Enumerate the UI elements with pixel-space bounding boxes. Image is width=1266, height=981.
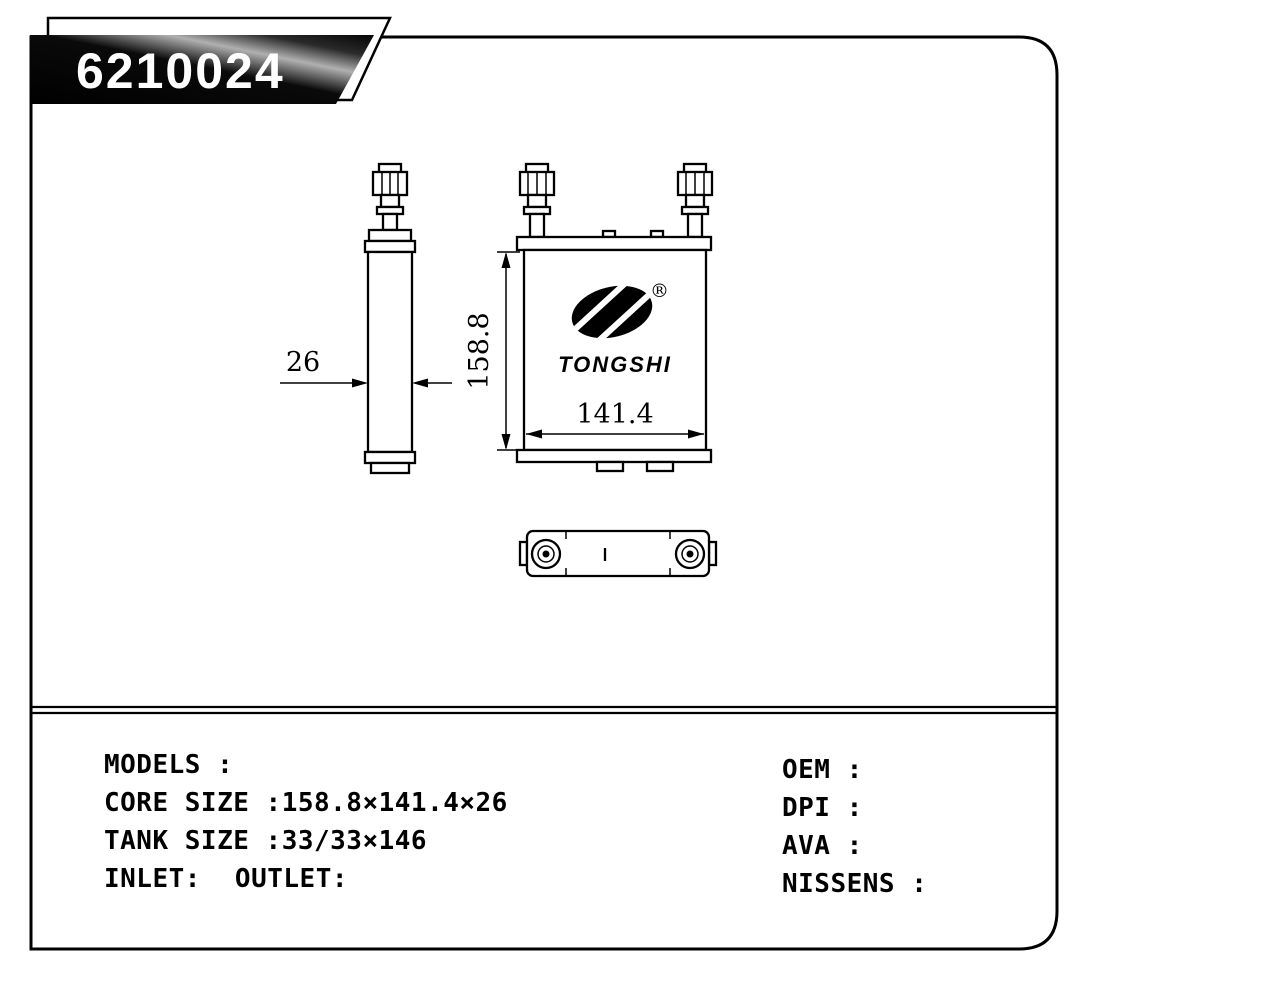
front-top-tank (515, 235, 713, 252)
spec-core-size: CORE SIZE :158.8×141.4×26 (104, 784, 508, 822)
spec-nissens: NISSENS : (782, 865, 927, 903)
part-number-banner: 6210024 (30, 16, 392, 104)
port-left (530, 538, 562, 570)
dimension-height: 158.8 (464, 251, 520, 451)
spec-dpi: DPI : (782, 789, 927, 827)
spec-inlet-label: INLET: (104, 864, 201, 894)
logo-mark (571, 285, 653, 339)
spec-tank-size-label: TANK SIZE : (104, 826, 282, 856)
side-view (363, 162, 417, 475)
front-view: ® TONGSHI (515, 162, 714, 473)
spec-dpi-label: DPI : (782, 793, 863, 823)
side-bottom-band (363, 450, 417, 465)
side-core-body (366, 250, 414, 454)
side-foot (369, 461, 411, 475)
spec-nissens-label: NISSENS : (782, 869, 928, 899)
bracket-outline (525, 529, 711, 578)
tongshi-logo: ® TONGSHI (558, 277, 672, 377)
port-right (674, 538, 706, 570)
spec-oem-label: OEM : (782, 755, 863, 785)
part-number: 6210024 (76, 43, 285, 99)
front-bottom-tank (515, 448, 713, 464)
dimension-height-label: 158.8 (464, 312, 495, 389)
spec-list-left: MODELS : CORE SIZE :158.8×141.4×26 TANK … (104, 746, 508, 898)
spec-ava-label: AVA : (782, 831, 863, 861)
inlet-fitting-left (518, 162, 556, 239)
spec-outlet-label: OUTLET: (234, 864, 348, 894)
dimension-depth: 26 (280, 347, 452, 388)
dimension-depth-label: 26 (286, 347, 320, 378)
spec-tank-size: TANK SIZE :33/33×146 (104, 822, 508, 860)
sheet-border (29, 35, 1059, 951)
spec-models-label: MODELS : (104, 750, 234, 780)
dimension-width: 141.4 (526, 399, 704, 439)
side-top-band (363, 239, 417, 254)
spec-oem: OEM : (782, 751, 927, 789)
outlet-fitting-right (676, 162, 714, 239)
side-top-cap (367, 228, 413, 243)
registered-icon: ® (650, 280, 669, 302)
spec-inlet-outlet: INLET: OUTLET: (104, 860, 508, 898)
side-fitting (371, 162, 409, 232)
brand-name: TONGSHI (558, 352, 672, 377)
bottom-tab-right (645, 460, 675, 473)
top-view (518, 529, 718, 578)
spec-tank-size-value: 33/33×146 (281, 826, 428, 856)
spec-core-size-label: CORE SIZE : (104, 788, 282, 818)
front-core-body (522, 248, 708, 452)
spec-models: MODELS : (104, 746, 508, 784)
bottom-tab-left (595, 460, 625, 473)
banner-plate (30, 35, 374, 104)
dimension-width-label: 141.4 (576, 399, 653, 430)
spec-list-right: OEM : DPI : AVA : NISSENS : (782, 751, 927, 903)
spec-core-size-value: 158.8×141.4×26 (281, 788, 508, 818)
spec-ava: AVA : (782, 827, 927, 865)
spec-divider (31, 705, 1057, 715)
